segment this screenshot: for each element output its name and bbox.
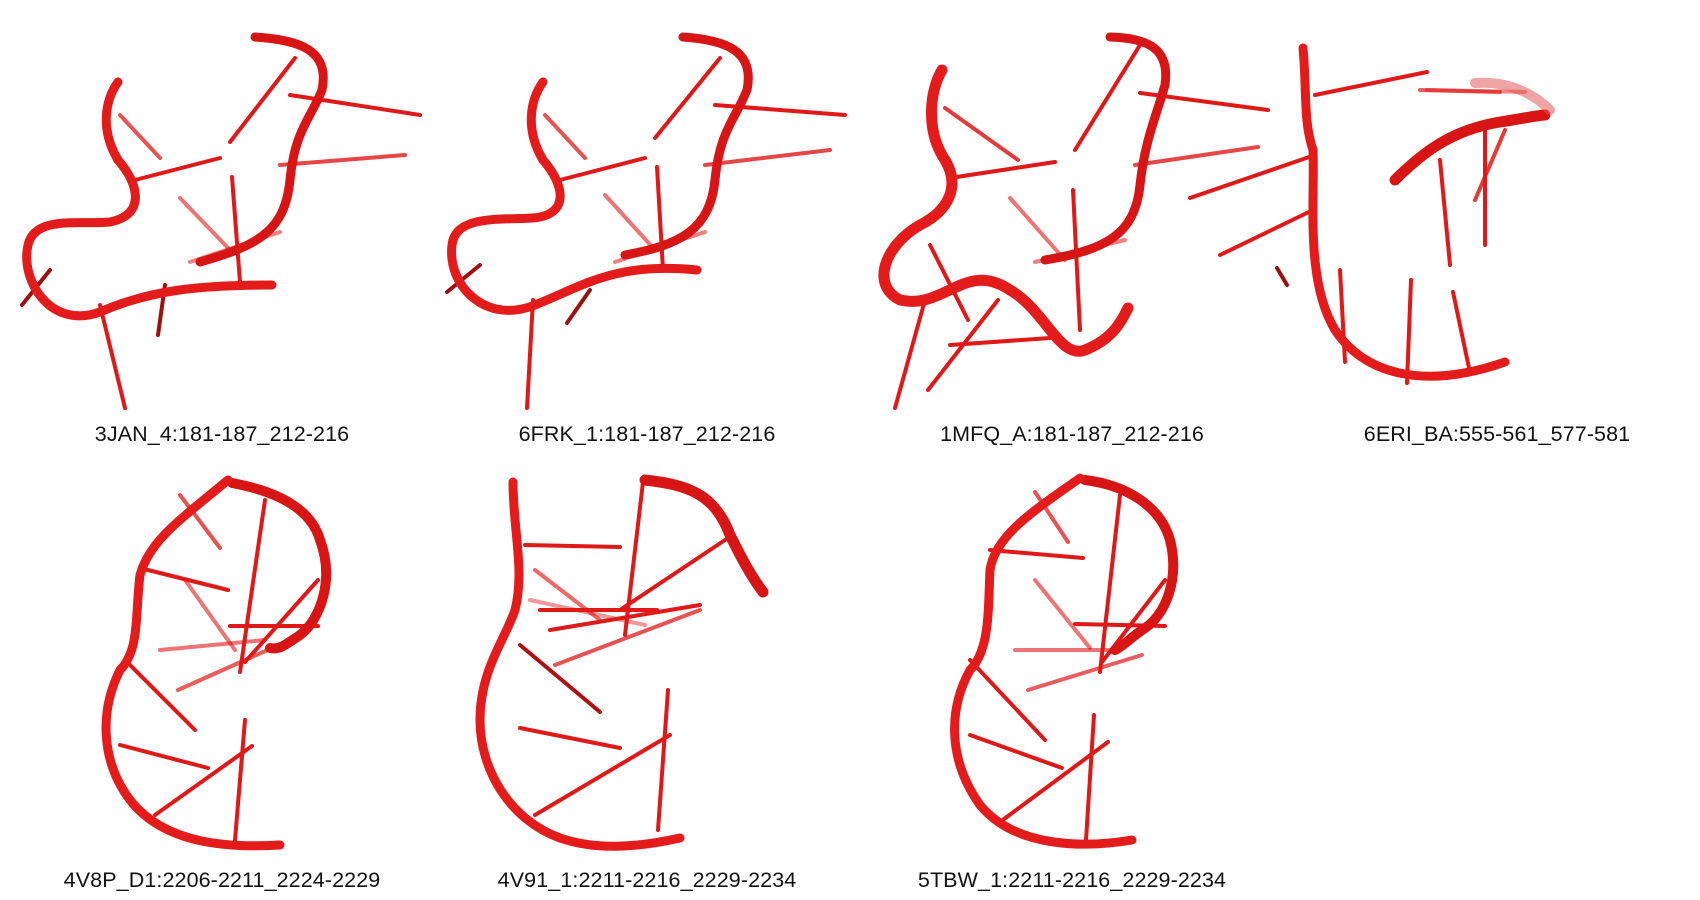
base-stick [1313, 70, 1429, 97]
base-stick [98, 303, 127, 410]
base-stick [928, 243, 970, 322]
base-stick [968, 733, 1064, 770]
structure-panel-5tbw [850, 450, 1275, 865]
base-stick [703, 148, 832, 167]
base-stick [525, 298, 535, 410]
backbone [227, 478, 332, 654]
base-stick [893, 298, 927, 410]
backbone [22, 77, 277, 321]
rna-structure-4v8p [101, 475, 332, 851]
structure-panel-4v91 [425, 450, 850, 865]
rna-structure-5tbw [950, 473, 1179, 849]
structure-label: 3JAN_4:181-187_212-216 [94, 422, 350, 446]
base-stick [988, 548, 1085, 560]
base-stick [1188, 153, 1317, 200]
structure-label: 1MFQ_A:181-187_212-216 [940, 422, 1204, 446]
structure-label: 4V91_1:2211-2216_2229-2234 [497, 868, 797, 892]
structure-panel-6eri [1188, 0, 1700, 410]
base-stick [603, 193, 657, 252]
structure-panel-6frk [425, 0, 850, 410]
base-stick [1073, 43, 1142, 152]
structure-label: 5TBW_1:2211-2216_2229-2234 [917, 868, 1227, 892]
rna-structure-3jan [20, 32, 422, 410]
base-stick [1026, 653, 1144, 692]
backbone [475, 477, 685, 851]
base-stick [233, 718, 247, 842]
base-stick [118, 743, 210, 770]
base-stick [968, 658, 1047, 742]
backbone [639, 474, 769, 598]
base-stick [948, 336, 1052, 347]
base-stick [1098, 493, 1122, 674]
base-stick [178, 493, 222, 550]
base-stick [445, 263, 482, 294]
rna-structure-6eri [1188, 43, 1555, 385]
base-stick [543, 113, 587, 160]
base-stick [183, 578, 237, 652]
base-stick [1133, 145, 1260, 167]
base-stick [153, 744, 254, 817]
base-stick [118, 113, 162, 160]
base-stick [278, 153, 407, 167]
backbone [1389, 109, 1551, 186]
backbone [101, 475, 285, 851]
base-stick [178, 196, 232, 252]
base-stick [618, 538, 727, 612]
base-stick [1008, 196, 1067, 262]
backbone [878, 64, 1134, 357]
base-stick [558, 156, 647, 182]
base-stick [1451, 290, 1471, 370]
rna-structure-1mfq [878, 32, 1270, 410]
base-stick [1425, 88, 1527, 94]
base-stick [288, 93, 422, 117]
base-stick [656, 688, 670, 832]
rna-structure-6frk [445, 32, 847, 410]
base-stick [1033, 490, 1070, 544]
backbone [950, 473, 1137, 849]
base-stick [553, 608, 702, 667]
base-stick [123, 658, 197, 732]
backbone [1040, 32, 1171, 265]
base-stick [1438, 158, 1452, 267]
rna-structure-4v91 [475, 474, 769, 851]
structure-label: 6ERI_BA:555-561_577-581 [1363, 422, 1631, 446]
base-stick [548, 603, 702, 632]
base-stick [1218, 208, 1315, 257]
backbone [620, 32, 753, 260]
base-stick [655, 165, 665, 272]
base-stick [518, 726, 622, 750]
structure-panel-4v8p [0, 450, 425, 865]
base-stick [1033, 578, 1092, 650]
backbone [1298, 43, 1510, 381]
structure-label: 4V8P_D1:2206-2211_2224-2229 [63, 868, 381, 892]
structure-panel-1mfq [850, 0, 1275, 410]
base-stick [1405, 278, 1413, 385]
base-stick [623, 480, 645, 637]
base-stick [1084, 713, 1096, 842]
base-stick [1275, 266, 1289, 287]
base-stick [518, 643, 602, 714]
structure-panel-3jan [0, 0, 425, 410]
backbone [1470, 77, 1555, 115]
base-stick [243, 578, 320, 664]
base-stick [943, 106, 1020, 162]
backbone [447, 77, 702, 315]
backbone [195, 32, 328, 267]
base-stick [1071, 188, 1082, 332]
base-stick [533, 733, 672, 817]
base-stick [133, 156, 222, 182]
base-stick [948, 160, 1057, 180]
base-stick [998, 740, 1110, 824]
base-stick [523, 543, 622, 549]
base-stick [1473, 128, 1507, 202]
base-stick [228, 56, 297, 144]
structure-label: 6FRK_1:181-187_212-216 [518, 422, 776, 446]
base-stick [158, 638, 267, 652]
base-stick [653, 56, 722, 140]
backbone [1080, 475, 1179, 655]
base-stick [230, 175, 242, 284]
base-stick [565, 288, 592, 325]
